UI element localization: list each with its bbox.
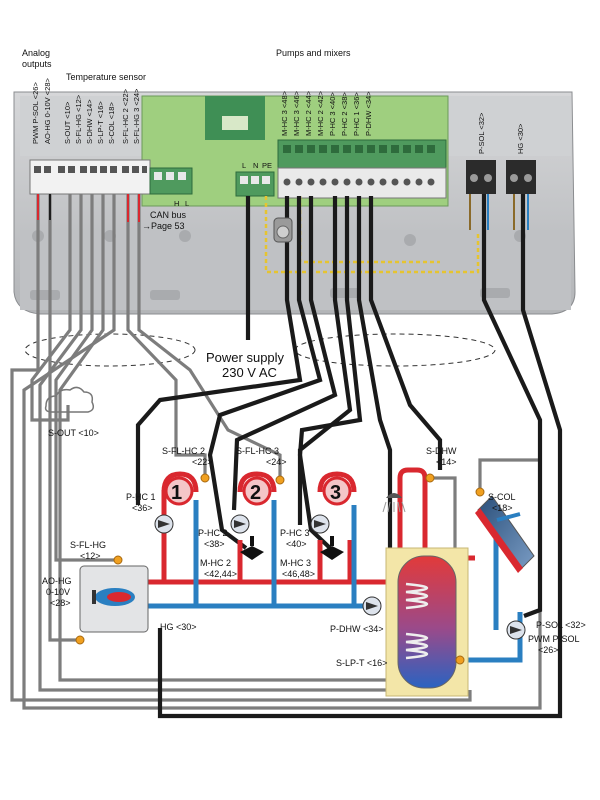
pump-p-hc1 bbox=[154, 514, 174, 534]
label-p-dhw: P-DHW <34> bbox=[330, 624, 384, 634]
pump-p-sol bbox=[506, 620, 526, 640]
cable-bundle-left bbox=[24, 333, 196, 367]
label-hg: HG <30> bbox=[160, 622, 197, 632]
label-m-hc3: M-HC 3<46,48> bbox=[280, 558, 315, 579]
label-pwm-p-sol: PWM P-SOL<26> bbox=[528, 634, 580, 655]
svg-text:S-FL-HG 3 <24>: S-FL-HG 3 <24> bbox=[132, 88, 141, 144]
svg-text:L: L bbox=[242, 161, 246, 170]
power-supply-label: Power supply bbox=[206, 350, 285, 365]
sensor-dots bbox=[75, 473, 485, 665]
pump-p-hc2 bbox=[230, 514, 250, 534]
psol-terminal-label: P-SOL <32> bbox=[477, 112, 486, 154]
svg-text:3: 3 bbox=[330, 482, 341, 504]
label-s-fl-hg: S-FL-HG<12> bbox=[70, 540, 106, 561]
svg-text:S-FL-HC 2 <22>: S-FL-HC 2 <22> bbox=[121, 88, 130, 144]
svg-text:M-HC 3 <48>: M-HC 3 <48> bbox=[280, 90, 289, 136]
heating-circuit-3: 3 bbox=[317, 471, 357, 506]
svg-text:H: H bbox=[174, 199, 179, 208]
svg-text:AO-HG 0-10V <28>: AO-HG 0-10V <28> bbox=[43, 78, 52, 144]
svg-text:P-DHW <34>: P-DHW <34> bbox=[364, 91, 373, 136]
power-plug bbox=[273, 217, 293, 243]
label-s-out: S-OUT <10> bbox=[48, 428, 99, 438]
svg-text:P-HC 3 <40>: P-HC 3 <40> bbox=[328, 92, 337, 136]
label-p-sol: P-SOL <32> bbox=[536, 620, 586, 630]
hg-terminal bbox=[506, 160, 536, 194]
pump-terminal-labels: M-HC 3 <48> M-HC 3 <46> M-HC 2 <44> M-HC… bbox=[280, 90, 373, 136]
svg-text:1: 1 bbox=[171, 482, 182, 504]
can-bus-label: CAN bus→Page 53 bbox=[142, 210, 187, 231]
terminal-strip-sensors bbox=[29, 159, 151, 195]
psol-terminal bbox=[466, 160, 496, 194]
supply-pipes bbox=[148, 467, 475, 585]
power-voltage-label: 230 V AC bbox=[222, 365, 277, 380]
svg-text:S-COL <18>: S-COL <18> bbox=[107, 102, 116, 144]
analog-terminal-labels: PWM P-SOL <26> AO-HG 0-10V <28> bbox=[31, 78, 52, 144]
svg-text:S-LP-T <16>: S-LP-T <16> bbox=[96, 101, 105, 144]
label-s-col: S-COL<18> bbox=[488, 492, 516, 513]
svg-text:S-OUT <10>: S-OUT <10> bbox=[63, 101, 72, 144]
svg-text:P-HC 1 <36>: P-HC 1 <36> bbox=[352, 92, 361, 136]
pump-p-hc3 bbox=[310, 514, 330, 534]
label-s-fl-hc2: S-FL-HC 2<22> bbox=[162, 446, 213, 467]
svg-text:P-HC 2 <38>: P-HC 2 <38> bbox=[340, 92, 349, 136]
label-p-hc2: P-HC 2<38> bbox=[198, 528, 228, 549]
svg-text:N: N bbox=[253, 161, 258, 170]
mixer-m-hc2 bbox=[240, 536, 264, 560]
temperature-terminal-labels: S-OUT <10> S-FL-HG <12> S-DHW <14> S-LP-… bbox=[63, 88, 141, 144]
heat-generator bbox=[79, 565, 149, 633]
solar-collector bbox=[475, 495, 535, 573]
heating-circuit-1: 1 bbox=[161, 471, 199, 506]
svg-text:M-HC 2 <44>: M-HC 2 <44> bbox=[304, 90, 313, 136]
power-terminal: L N PE bbox=[235, 161, 275, 197]
svg-text:S-DHW <14>: S-DHW <14> bbox=[85, 99, 94, 144]
label-s-lp-t: S-LP-T <16> bbox=[336, 658, 387, 668]
pump-terminal-strip bbox=[277, 139, 447, 199]
heating-circuit-2: 2 bbox=[237, 471, 277, 506]
svg-text:M-HC 2 <42>: M-HC 2 <42> bbox=[316, 90, 325, 136]
short-wire-bits bbox=[37, 194, 529, 230]
mixer-m-hc3 bbox=[320, 536, 344, 560]
label-m-hc2: M-HC 2<42,44> bbox=[200, 558, 237, 579]
pump-p-dhw bbox=[362, 596, 382, 616]
label-s-fl-hc3: S-FL-HC 3<24> bbox=[236, 446, 287, 467]
label-s-dhw: S-DHW<14> bbox=[426, 446, 457, 467]
cloud-icon bbox=[44, 386, 95, 413]
svg-text:L: L bbox=[185, 199, 189, 208]
svg-text:S-FL-HG <12>: S-FL-HG <12> bbox=[74, 94, 83, 144]
svg-text:PE: PE bbox=[262, 161, 272, 170]
can-bus-terminal: H L bbox=[149, 167, 193, 208]
hg-terminal-label: HG <30> bbox=[516, 123, 525, 154]
svg-text:2: 2 bbox=[250, 482, 261, 504]
temperature-sensor-header: Temperature sensor bbox=[66, 72, 146, 82]
dhw-tank bbox=[385, 547, 469, 697]
svg-text:M-HC 3 <46>: M-HC 3 <46> bbox=[292, 90, 301, 136]
svg-text:PWM P-SOL <26>: PWM P-SOL <26> bbox=[31, 82, 40, 144]
shower-icon bbox=[382, 493, 406, 513]
pump-cables bbox=[135, 194, 563, 719]
label-p-hc3: P-HC 3<40> bbox=[280, 528, 310, 549]
label-p-hc1: P-HC 1<36> bbox=[126, 492, 156, 513]
pumps-mixers-header: Pumps and mixers bbox=[276, 48, 351, 58]
